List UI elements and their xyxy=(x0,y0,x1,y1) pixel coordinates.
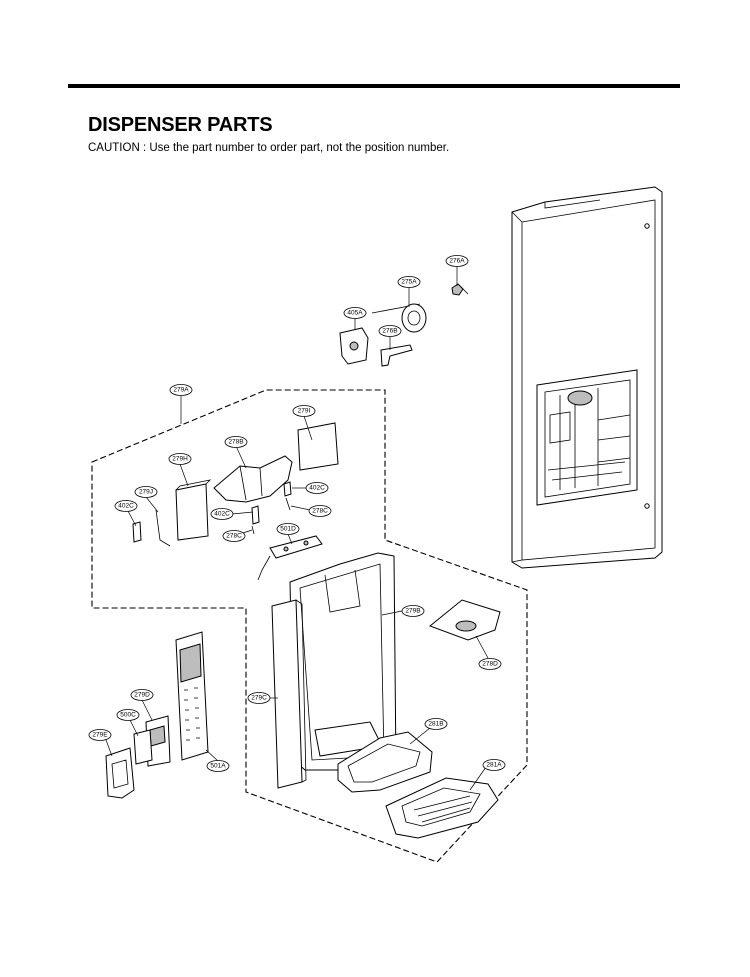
svg-text:402C: 402C xyxy=(309,485,325,492)
part-279I xyxy=(297,415,339,471)
assembly-outline-279A xyxy=(91,389,528,863)
part-276B xyxy=(380,336,413,367)
part-279C xyxy=(270,599,307,789)
svg-text:278D: 278D xyxy=(482,661,498,668)
svg-text:501D: 501D xyxy=(280,526,296,533)
callout-402C-left: 402C xyxy=(114,500,138,512)
part-501D xyxy=(257,533,323,581)
callout-281A: 281A xyxy=(482,759,506,771)
svg-text:278C: 278C xyxy=(226,533,242,540)
svg-text:500C: 500C xyxy=(120,712,136,719)
svg-text:278B: 278B xyxy=(228,439,243,446)
part-500C xyxy=(129,719,153,765)
callout-278D: 278D xyxy=(478,658,502,670)
callout-279H: 279H xyxy=(168,453,192,465)
callout-278B: 278B xyxy=(224,436,248,448)
callout-276A: 276A xyxy=(445,255,469,267)
part-405A xyxy=(339,318,369,365)
part-275A xyxy=(371,287,427,333)
svg-text:402C: 402C xyxy=(214,511,230,518)
svg-text:275A: 275A xyxy=(401,279,417,286)
door-assembly xyxy=(511,186,663,569)
callout-279J: 279J xyxy=(134,486,158,498)
callout-278C-left: 278C xyxy=(222,530,246,542)
part-278B xyxy=(213,445,293,503)
svg-text:279J: 279J xyxy=(139,489,153,496)
callout-276B: 276B xyxy=(378,325,402,337)
callout-501D: 501D xyxy=(276,523,300,535)
part-281A xyxy=(385,766,499,839)
part-279H xyxy=(175,463,212,541)
svg-text:276A: 276A xyxy=(449,258,465,265)
part-402C-mid xyxy=(231,505,260,525)
callout-278C-right: 278C xyxy=(308,505,332,517)
part-279J xyxy=(145,496,171,547)
svg-text:501A: 501A xyxy=(210,763,226,770)
callout-281B: 281B xyxy=(424,718,448,730)
part-279E xyxy=(105,739,135,799)
svg-text:279D: 279D xyxy=(134,692,150,699)
part-402C-right xyxy=(283,481,307,497)
part-501A xyxy=(175,631,219,762)
callout-402C-mid: 402C xyxy=(210,508,234,520)
callout-501A: 501A xyxy=(206,760,230,772)
callout-279I: 279I xyxy=(292,405,316,417)
callout-402C-right: 402C xyxy=(305,482,329,494)
svg-text:402C: 402C xyxy=(118,503,134,510)
svg-text:281B: 281B xyxy=(428,721,443,728)
part-281B xyxy=(337,727,433,793)
svg-text:279B: 279B xyxy=(405,608,420,615)
svg-text:276B: 276B xyxy=(382,328,397,335)
svg-text:279E: 279E xyxy=(92,732,108,739)
svg-text:405A: 405A xyxy=(347,310,363,317)
caution-note: CAUTION : Use the part number to order p… xyxy=(88,142,450,154)
header-rule xyxy=(68,84,680,88)
svg-text:281A: 281A xyxy=(486,762,502,769)
page-title: DISPENSER PARTS xyxy=(88,114,273,136)
callout-275A: 275A xyxy=(397,276,421,288)
callout-279B: 279B xyxy=(401,605,425,617)
part-278D xyxy=(429,599,501,659)
callout-279A: 279A xyxy=(169,384,193,396)
part-276A xyxy=(451,266,469,296)
part-402C-left xyxy=(127,510,142,543)
callout-405A: 405A xyxy=(343,307,367,319)
svg-text:279C: 279C xyxy=(251,695,267,702)
svg-text:279H: 279H xyxy=(172,456,188,463)
svg-text:279I: 279I xyxy=(298,408,311,415)
callout-279C: 279C xyxy=(247,692,271,704)
part-278C-right xyxy=(285,497,311,511)
callout-500C: 500C xyxy=(116,709,140,721)
callout-279D: 279D xyxy=(130,689,154,701)
svg-text:278C: 278C xyxy=(312,508,328,515)
callout-279E: 279E xyxy=(88,729,112,741)
svg-text:279A: 279A xyxy=(173,387,189,394)
